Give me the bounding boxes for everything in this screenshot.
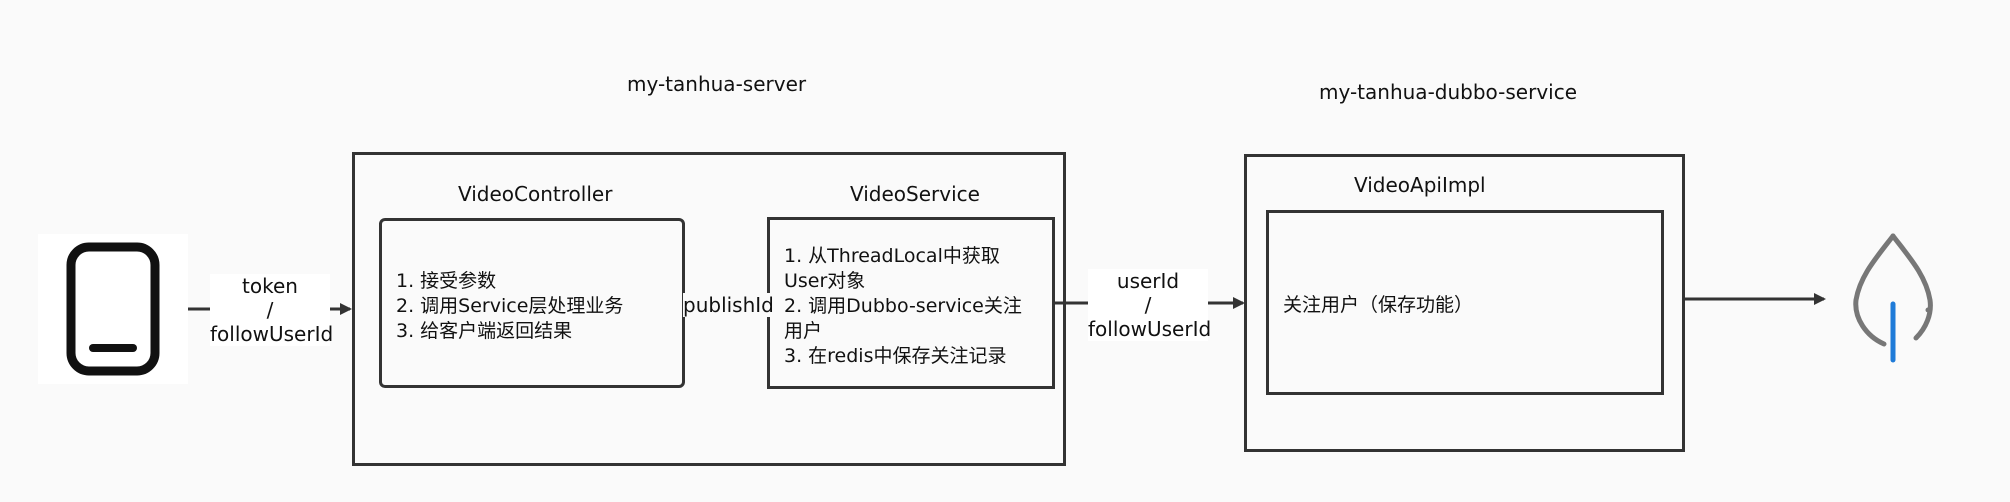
dubbo-group-box [1244, 154, 1685, 452]
edge-label-client-controller: token / followUserId [210, 274, 334, 346]
controller-steps: 1. 接受参数 2. 调用Service层处理业务 3. 给客户端返回结果 [396, 269, 623, 344]
phone-icon [66, 242, 160, 376]
controller-step-1: 1. 接受参数 [396, 270, 497, 292]
edge-label-publishid: publishId [683, 293, 774, 317]
service-node: 1. 从ThreadLocal中获取 User对象 2. 调用Dubbo-ser… [767, 217, 1055, 389]
controller-step-3: 3. 给客户端返回结果 [396, 320, 573, 342]
edge-label-service-api-line-1: userId [1116, 269, 1180, 293]
controller-node: 1. 接受参数 2. 调用Service层处理业务 3. 给客户端返回结果 [379, 218, 685, 388]
service-steps: 1. 从ThreadLocal中获取 User对象 2. 调用Dubbo-ser… [784, 244, 1022, 369]
edge-label-client-controller-line-2: / [266, 298, 274, 322]
server-group-box [352, 152, 1066, 466]
service-title: VideoService [850, 182, 980, 206]
client-node [38, 234, 188, 384]
service-step-3: 3. 在redis中保存关注记录 [784, 345, 1007, 367]
mongodb-leaf-icon [1853, 233, 1933, 363]
api-node: 关注用户（保存功能） [1266, 210, 1664, 395]
controller-title: VideoController [458, 182, 613, 206]
service-step-1a: 1. 从ThreadLocal中获取 [784, 245, 1000, 267]
controller-step-2: 2. 调用Service层处理业务 [396, 295, 624, 317]
edge-label-service-api-line-2: / [1144, 293, 1152, 317]
edge-label-service-api: userId / followUserId [1088, 269, 1212, 341]
edge-label-service-api-line-3: followUserId [1088, 317, 1212, 341]
service-step-1b: User对象 [784, 270, 866, 292]
edge-label-client-controller-line-3: followUserId [210, 322, 334, 346]
api-title: VideoApiImpl [1354, 173, 1486, 197]
group-title-dubbo: my-tanhua-dubbo-service [1319, 80, 1578, 104]
service-step-2b: 用户 [784, 320, 823, 342]
group-title-server: my-tanhua-server [627, 72, 807, 96]
edge-label-client-controller-line-1: token [242, 274, 298, 298]
api-text: 关注用户（保存功能） [1283, 294, 1474, 316]
service-step-2a: 2. 调用Dubbo-service关注 [784, 295, 1022, 317]
storage-node [1848, 232, 1938, 366]
